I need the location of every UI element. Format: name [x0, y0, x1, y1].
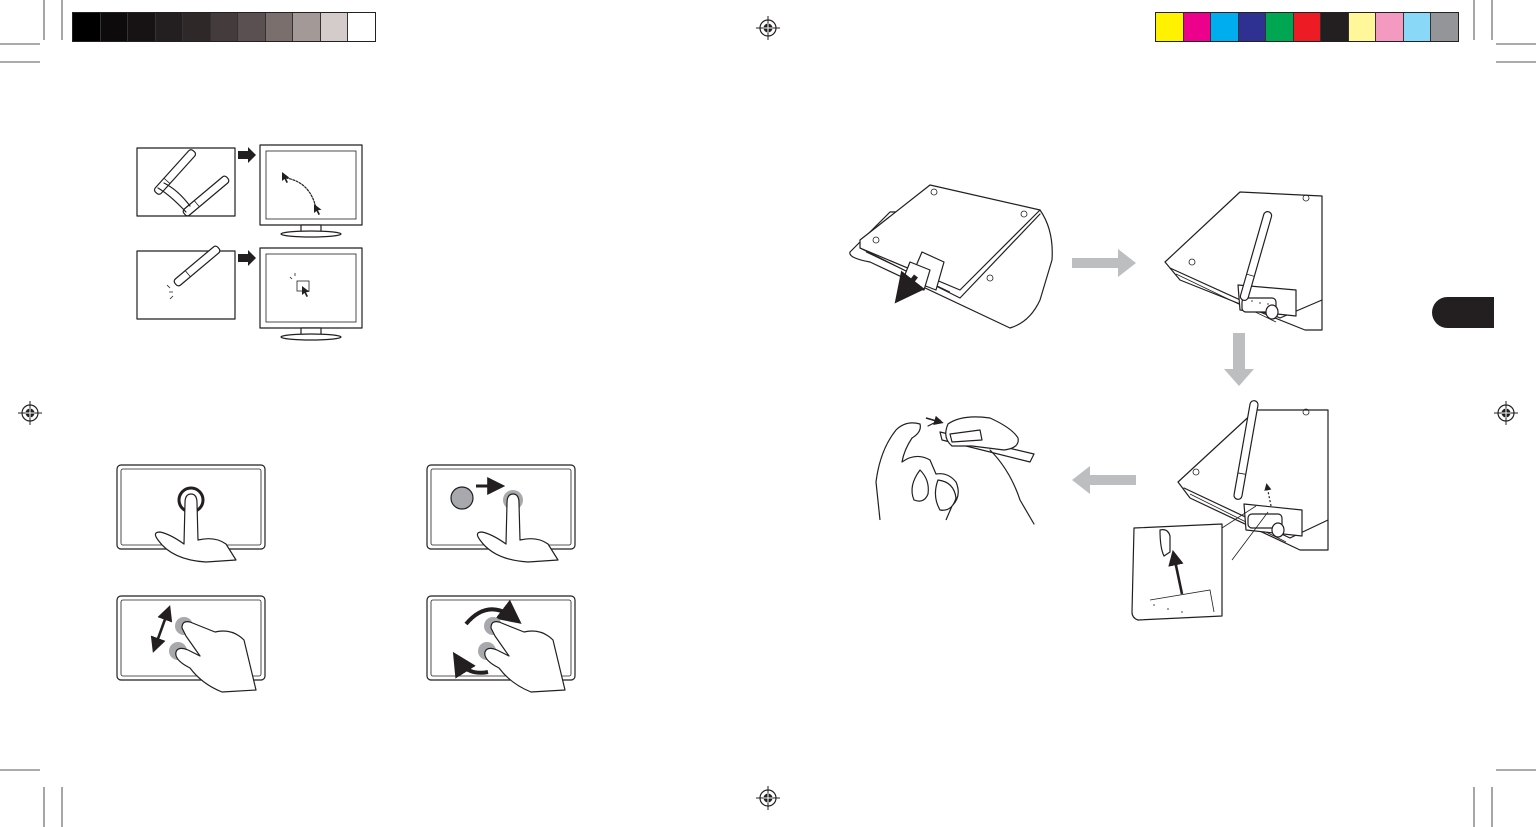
pen-pull-nib-illustration	[1132, 400, 1328, 620]
pen-insert-into-holder-illustration	[1165, 192, 1322, 330]
registration-target-icon	[756, 786, 780, 810]
registration-target-icon	[18, 401, 42, 425]
registration-target-icon	[756, 16, 780, 40]
registration-target-icon	[1494, 401, 1518, 425]
two-finger-rotate-illustration	[427, 596, 575, 692]
one-finger-drag-illustration	[427, 465, 575, 562]
pen-tap-to-click-illustration	[137, 245, 362, 340]
one-finger-tap-illustration	[117, 465, 265, 562]
replace-nib-by-hand-illustration	[876, 417, 1034, 524]
tablet-open-compartment-illustration	[850, 185, 1052, 328]
next-step-arrow-left	[1072, 466, 1136, 494]
next-step-arrow-down	[1224, 333, 1254, 386]
next-step-arrow-right	[1072, 249, 1136, 277]
pen-drag-to-cursor-move-illustration	[137, 145, 362, 237]
two-finger-zoom-illustration	[117, 596, 265, 692]
